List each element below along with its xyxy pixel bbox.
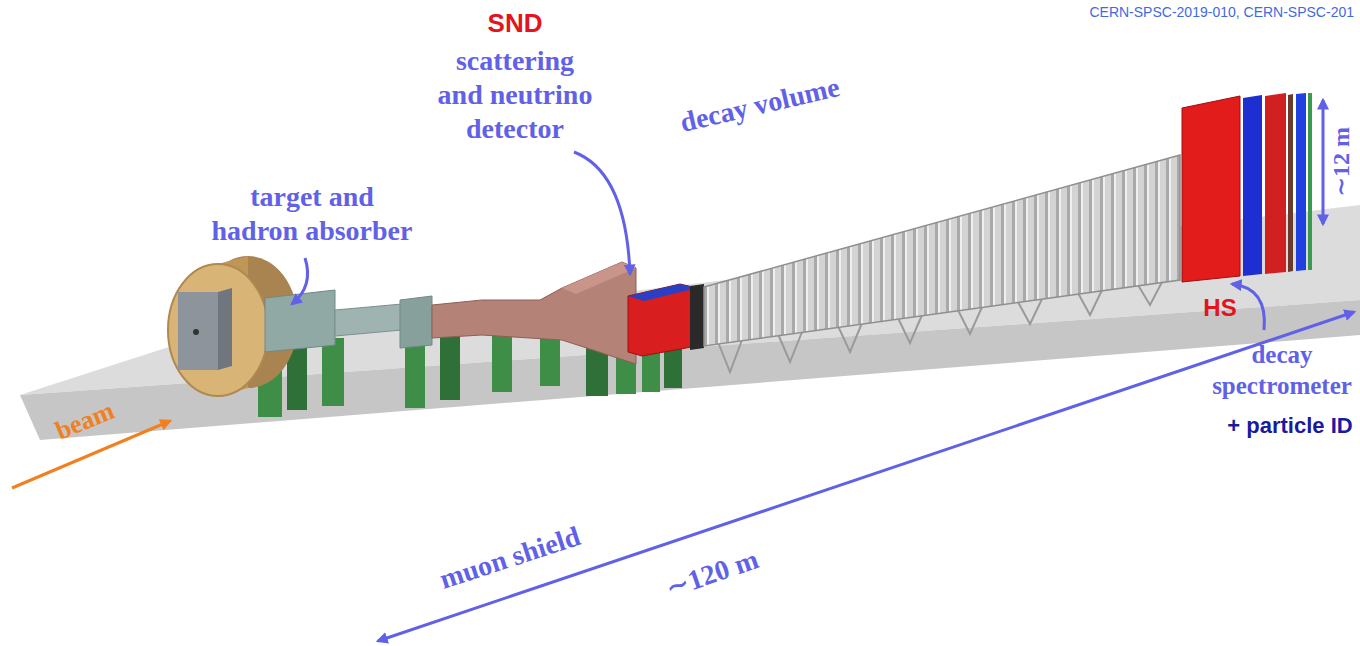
support-pillar [440,336,460,400]
spectrometer-station [1308,93,1312,270]
support-pillar [492,330,512,392]
support-pillar [405,342,425,408]
component-name: decay volume [677,70,843,140]
decay-vessel [704,155,1180,346]
snd-detector-end [690,284,704,350]
shield-magnet [265,290,335,352]
beam-spot [193,329,199,335]
snd-detector [628,284,697,356]
shield-magnet [335,304,402,336]
detector-acronym: SND [488,8,543,40]
reference-note: CERN-SPSC-2019-010, CERN-SPSC-201 [1089,4,1354,21]
vessel-support [958,307,982,334]
shield-magnet [400,296,432,348]
vessel-support [778,332,802,362]
shield-magnet-top [562,262,636,294]
leader-arrow [292,258,308,304]
detector-acronym: HS [1203,293,1236,322]
spectrometer-station [1288,94,1293,272]
leader-arrow [574,152,630,274]
support-pillar [322,338,344,406]
detector-name: + particle ID [1227,413,1352,440]
vessel-support [1018,299,1042,324]
spectrometer-station [1182,96,1240,282]
vessel-support [718,340,742,372]
shield-magnet [432,262,636,364]
hadron-absorber [168,264,268,396]
target-block-side [218,288,232,370]
dimension-label: ∼12 m [1327,127,1356,197]
component-name: muon shield [436,519,585,596]
target-block [178,292,218,370]
spectrometer-station [1265,93,1286,274]
leader-arrow [1232,284,1264,330]
snd-detector-top [628,284,697,301]
spectrometer-station [1243,95,1262,276]
dimension-label: ∼120 m [661,542,763,605]
dimension-arrow [1322,100,1325,224]
detector-name: decay spectrometer [1198,340,1360,401]
beam-label: beam [51,395,119,447]
detector-name: scattering and neutrino detector [432,44,598,146]
dimension-arrow [378,312,1354,641]
component-name: target and hadron absorber [207,180,417,248]
spectrometer-station [1296,93,1306,271]
